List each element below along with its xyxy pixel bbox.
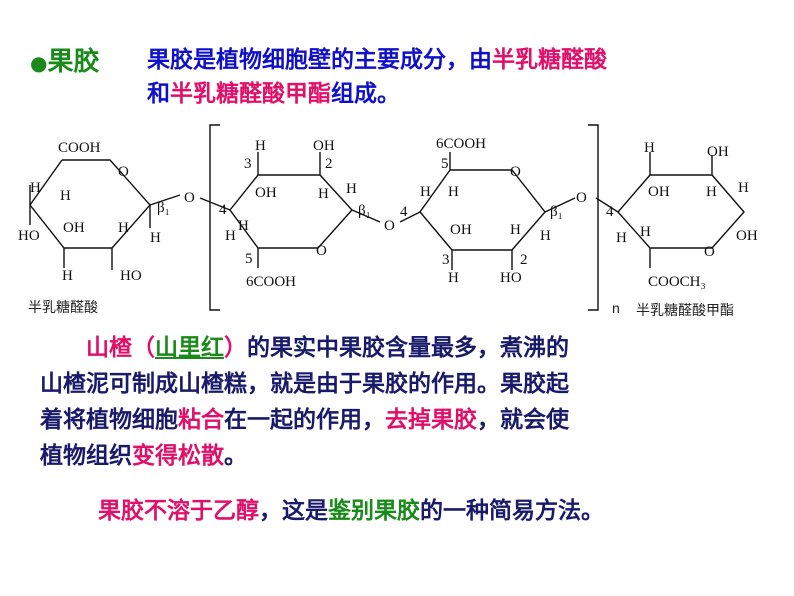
heading-text-line-1: 果胶是植物细胞壁的主要成分，由半乳糖醛酸 bbox=[147, 43, 607, 77]
ring3-o: O bbox=[510, 164, 521, 180]
para1-indent bbox=[40, 335, 86, 361]
ring3-beta: β₁ bbox=[550, 204, 563, 220]
ring2-n3: 3 bbox=[244, 156, 252, 172]
para2-d: 的一种简易方法。 bbox=[420, 498, 604, 524]
bridge-o-2: O bbox=[384, 218, 395, 234]
ring1-h1: H bbox=[30, 180, 41, 196]
ring3-h3: H bbox=[510, 222, 521, 238]
ring4-oh3: OH bbox=[736, 228, 758, 244]
para1-l4-a: 植物组织 bbox=[40, 443, 132, 469]
ring3-h4: H bbox=[540, 228, 551, 244]
heading-l1-b: 半乳糖醛酸 bbox=[492, 47, 607, 73]
ring4-n4: 4 bbox=[606, 204, 614, 220]
para1-line4: 植物组织变得松散。 bbox=[40, 439, 247, 473]
ring1-beta: β₁ bbox=[157, 200, 170, 216]
ring4-oh2: OH bbox=[648, 184, 670, 200]
ring2-h3: H bbox=[346, 181, 357, 197]
ring3-h1: H bbox=[420, 184, 431, 200]
ring2-h2: H bbox=[318, 186, 329, 202]
bracket-left bbox=[209, 124, 220, 311]
para1-l4-c: 。 bbox=[224, 443, 247, 469]
ring2-h4: H bbox=[238, 218, 249, 234]
ring4-h4: H bbox=[616, 230, 627, 246]
heading-l1-a: 果胶是植物细胞壁的主要成分，由 bbox=[147, 47, 492, 73]
ring2-n4: 4 bbox=[219, 202, 227, 218]
ring2-n5: 5 bbox=[245, 251, 253, 267]
heading-l2-b: 半乳糖醛酸甲酯 bbox=[170, 81, 331, 107]
ring4-cooch: COOCH₃ bbox=[648, 274, 706, 290]
para1-l3-d: 去掉果胶 bbox=[385, 407, 477, 433]
ring4-h5: H bbox=[640, 224, 651, 240]
ring3-n5: 5 bbox=[441, 156, 449, 172]
ring3-cooh: 6COOH bbox=[436, 136, 486, 152]
ring3-n3: 3 bbox=[442, 252, 450, 268]
ring2-cooh: 6COOH bbox=[246, 274, 296, 290]
ring1-ho: HO bbox=[120, 268, 142, 284]
ring1-cooh: COOH bbox=[58, 140, 101, 156]
ring2-h1: H bbox=[255, 138, 266, 154]
para1-line1: 山楂（山里红）的果实中果胶含量最多，煮沸的 bbox=[40, 331, 569, 365]
ring2-oh1: OH bbox=[313, 138, 335, 154]
ring4-o: O bbox=[704, 244, 715, 260]
ring3-h2: H bbox=[448, 184, 459, 200]
ring2-oh2: OH bbox=[255, 185, 277, 201]
para2: 果胶不溶于乙醇，这是鉴别果胶的一种简易方法。 bbox=[98, 494, 604, 528]
para1-l3-c: 在一起的作用， bbox=[224, 407, 385, 433]
ring1-outline bbox=[29, 159, 151, 249]
ring3-n2: 2 bbox=[520, 252, 528, 268]
bullet-icon: ● bbox=[30, 51, 48, 75]
ring2-o: O bbox=[316, 243, 327, 259]
ring4-oh1: OH bbox=[707, 144, 729, 160]
ring1-h2: H bbox=[60, 188, 71, 204]
para2-a: 果胶不溶于乙醇 bbox=[98, 498, 259, 524]
para1-line3: 着将植物细胞粘合在一起的作用，去掉果胶，就会使 bbox=[40, 403, 569, 437]
para1-line2: 山楂泥可制成山楂糕，就是由于果胶的作用。果胶起 bbox=[40, 371, 569, 397]
para1-l1-bracket: ） bbox=[224, 335, 247, 361]
bridge-o-1: O bbox=[184, 190, 195, 206]
para2-b: ，这是 bbox=[259, 498, 328, 524]
caption-left: 半乳糖醛酸 bbox=[28, 299, 98, 315]
ring3-oh: OH bbox=[450, 222, 472, 238]
heading-l2-a: 和 bbox=[147, 81, 170, 107]
para1-l3-b: 粘合 bbox=[178, 407, 224, 433]
ring1-h5: H bbox=[62, 268, 73, 284]
para1-l1-c: 的果实中果胶含量最多，煮沸的 bbox=[247, 335, 569, 361]
ring3-ho: HO bbox=[500, 270, 522, 286]
ring4-h2: H bbox=[706, 184, 717, 200]
para1-l1-a: 山楂（ bbox=[86, 335, 155, 361]
heading-line-1: ●果胶 bbox=[30, 45, 99, 80]
pectin-structure-diagram: COOH O H H H H H OH HO HO β₁ O H OH 3 2 … bbox=[18, 124, 758, 311]
ring1-h4: H bbox=[118, 220, 129, 236]
ring1-oh2: HO bbox=[18, 228, 40, 244]
ring2-n2: 2 bbox=[325, 156, 333, 172]
ring1-h3: H bbox=[150, 230, 161, 246]
para1-l1-b: 山里红 bbox=[155, 335, 224, 361]
ring1-o: O bbox=[118, 164, 129, 180]
para2-c: 鉴别果胶 bbox=[328, 498, 420, 524]
caption-right: 半乳糖醛酸甲酯 bbox=[636, 302, 734, 318]
para1-l4-b: 变得松散 bbox=[132, 443, 224, 469]
ring4-h1: H bbox=[644, 140, 655, 156]
ring3-n4: 4 bbox=[400, 204, 408, 220]
heading-text-line-2: 和半乳糖醛酸甲酯组成。 bbox=[147, 77, 400, 111]
ring4-h3: H bbox=[738, 180, 749, 196]
heading-l2-c: 组成。 bbox=[331, 81, 400, 107]
ring1-oh1: OH bbox=[63, 220, 85, 236]
ring3-h5: H bbox=[448, 270, 459, 286]
ring2-h5: H bbox=[225, 228, 236, 244]
para1-l3-e: ，就会使 bbox=[477, 407, 569, 433]
bridge-o-3: O bbox=[576, 190, 587, 206]
caption-n: n bbox=[612, 300, 620, 316]
heading-title: 果胶 bbox=[47, 47, 100, 77]
ring2-beta: β₁ bbox=[358, 203, 371, 219]
bracket-right bbox=[588, 124, 599, 311]
para1-l3-a: 着将植物细胞 bbox=[40, 407, 178, 433]
